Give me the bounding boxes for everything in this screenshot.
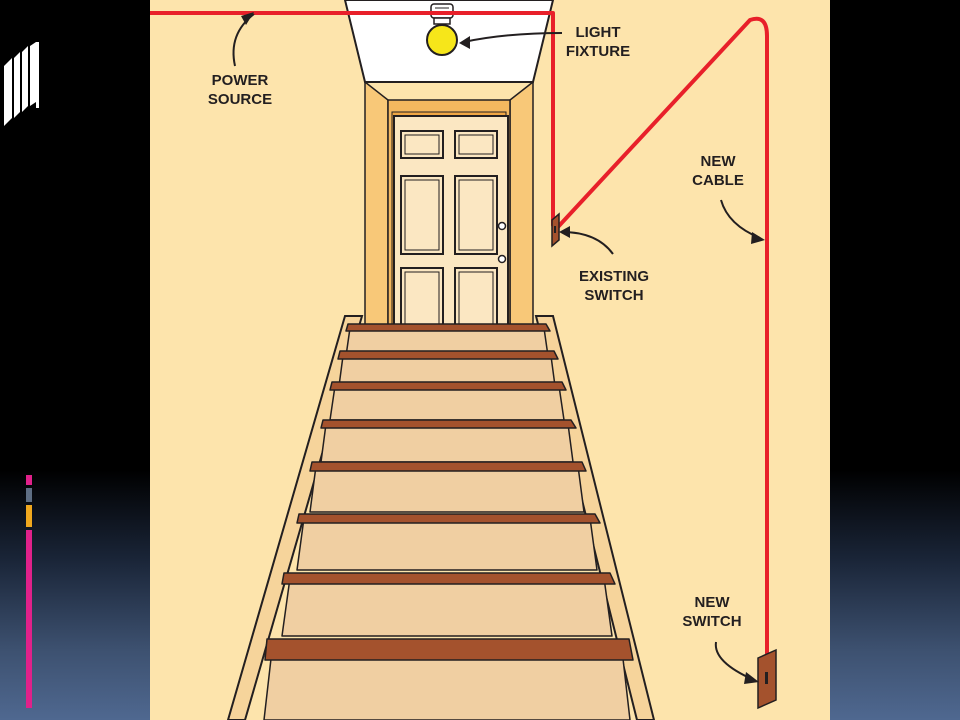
door-panel-bevels (404, 134, 494, 326)
new-cable-wire (555, 16, 769, 662)
arrow-light-fixture (463, 32, 563, 43)
accent-bar-gray (26, 488, 32, 502)
stair-side-left (226, 315, 364, 720)
wall-switch-icon (757, 648, 777, 710)
accent-bar-pink-top (26, 475, 32, 485)
power-source-wire (150, 11, 555, 227)
accent-bar-pink-long (26, 530, 32, 708)
door-panels (400, 130, 498, 326)
card-stack-icon (4, 42, 39, 126)
wall-switch-icon (551, 212, 560, 248)
staircase (263, 323, 634, 720)
wiring (150, 11, 769, 662)
door-lock (497, 254, 507, 264)
callout-arrowheads (241, 12, 765, 684)
illustration-canvas (150, 0, 830, 720)
landing-left-wall (364, 80, 389, 326)
accent-bar-gold (26, 505, 32, 527)
landing-right-wall (509, 80, 534, 326)
door-knob (497, 221, 507, 231)
